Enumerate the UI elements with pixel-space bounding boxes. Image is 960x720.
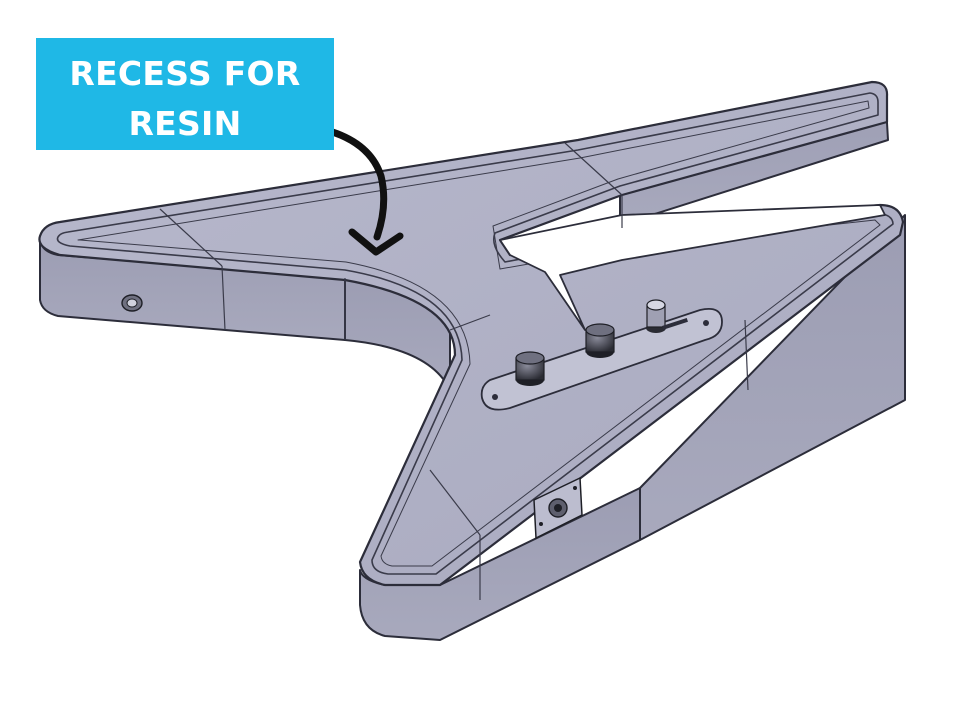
strap-button-icon xyxy=(121,294,143,312)
neck-pocket-slot xyxy=(499,204,886,331)
segment-seam-lines xyxy=(159,142,749,600)
knob-icon xyxy=(515,351,545,386)
callout-line-1: RECESS FOR xyxy=(69,54,301,93)
jack-plate-icon xyxy=(533,476,583,540)
toggle-switch-icon xyxy=(646,299,688,333)
body-top-face xyxy=(38,80,905,587)
callout-line-2: RESIN xyxy=(128,104,242,143)
recess-callout-label: RECESS FOR RESIN xyxy=(36,38,334,150)
control-plate xyxy=(480,307,723,411)
arrow-icon xyxy=(304,122,404,256)
knob-icon xyxy=(585,323,615,358)
